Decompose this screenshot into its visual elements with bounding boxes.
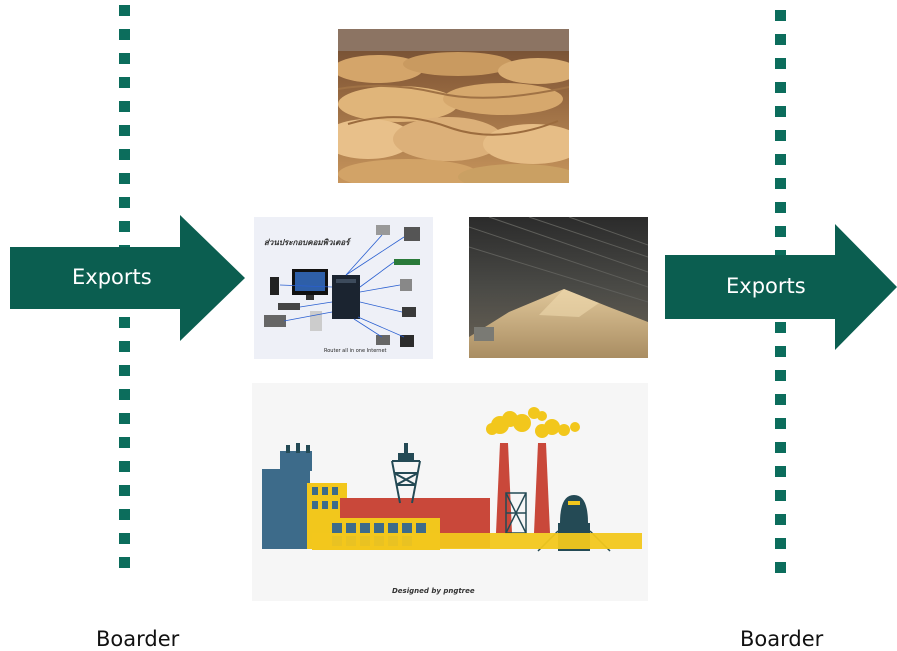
- svg-text:ส่วนประกอบคอมพิวเตอร์: ส่วนประกอบคอมพิวเตอร์: [264, 237, 351, 247]
- left-export-arrow: [10, 215, 245, 341]
- right-border-label: Boarder: [740, 627, 824, 651]
- factory-caption: Designed by pngtree: [392, 587, 475, 595]
- leather-hides-photo: [338, 29, 569, 183]
- right-border-line: [775, 10, 786, 573]
- grain-warehouse-photo: [469, 217, 648, 358]
- right-export-label: Exports: [726, 274, 806, 298]
- svg-text:Router all in one Internet: Router all in one Internet: [324, 348, 387, 354]
- factory-illustration: Designed by pngtree: [252, 383, 648, 601]
- left-export-label: Exports: [72, 265, 152, 289]
- computer-components-photo: ส่วนประกอบคอมพิวเตอร์ Router all in: [254, 217, 433, 359]
- left-border-label: Boarder: [96, 627, 180, 651]
- right-export-arrow: [665, 224, 897, 350]
